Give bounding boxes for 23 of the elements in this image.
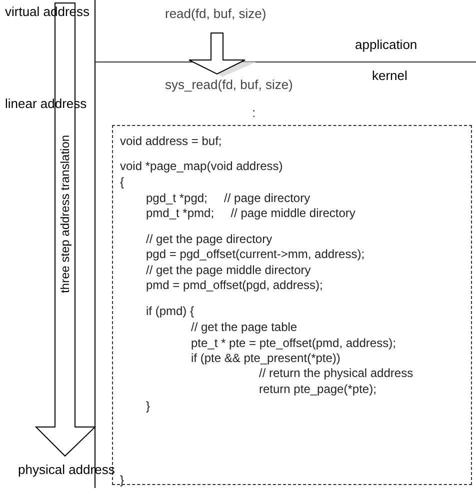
code-line: void address = buf; xyxy=(120,134,222,148)
function-call: read(fd, buf, size) xyxy=(165,6,325,24)
code-line: if (pte && pte_present(*pte)) xyxy=(191,351,340,365)
code-line: // get the page table xyxy=(191,320,298,334)
code-line: pgd = pgd_offset(current->mm, address); xyxy=(146,247,365,261)
code-line: void *page_map(void address) xyxy=(120,159,283,173)
arrow-label: three step address translation xyxy=(58,134,72,296)
code-line: // get the page directory xyxy=(146,232,272,246)
code-line: if (pmd) { xyxy=(146,304,194,318)
code-line: { xyxy=(120,175,124,189)
region-label: kernel xyxy=(372,68,408,83)
function-call: sys_read(fd, buf, size) xyxy=(165,77,340,95)
ellipsis-mark: : xyxy=(252,105,256,120)
code-line: // get the page middle directory xyxy=(146,263,311,277)
code-line: } xyxy=(120,473,124,487)
code-line: } xyxy=(146,399,150,413)
code-line: return pte_page(*pte); xyxy=(259,382,376,396)
code-line: pmd_t *pmd; // page middle directory xyxy=(146,206,356,220)
code-line: pmd = pmd_offset(pgd, address); xyxy=(146,278,323,292)
code-line: pgd_t *pgd; // page directory xyxy=(146,191,310,205)
code-line: pte_t * pte = pte_offset(pmd, address); xyxy=(191,336,396,350)
code-line: // return the physical address xyxy=(259,366,414,380)
region-label: application xyxy=(355,37,418,52)
